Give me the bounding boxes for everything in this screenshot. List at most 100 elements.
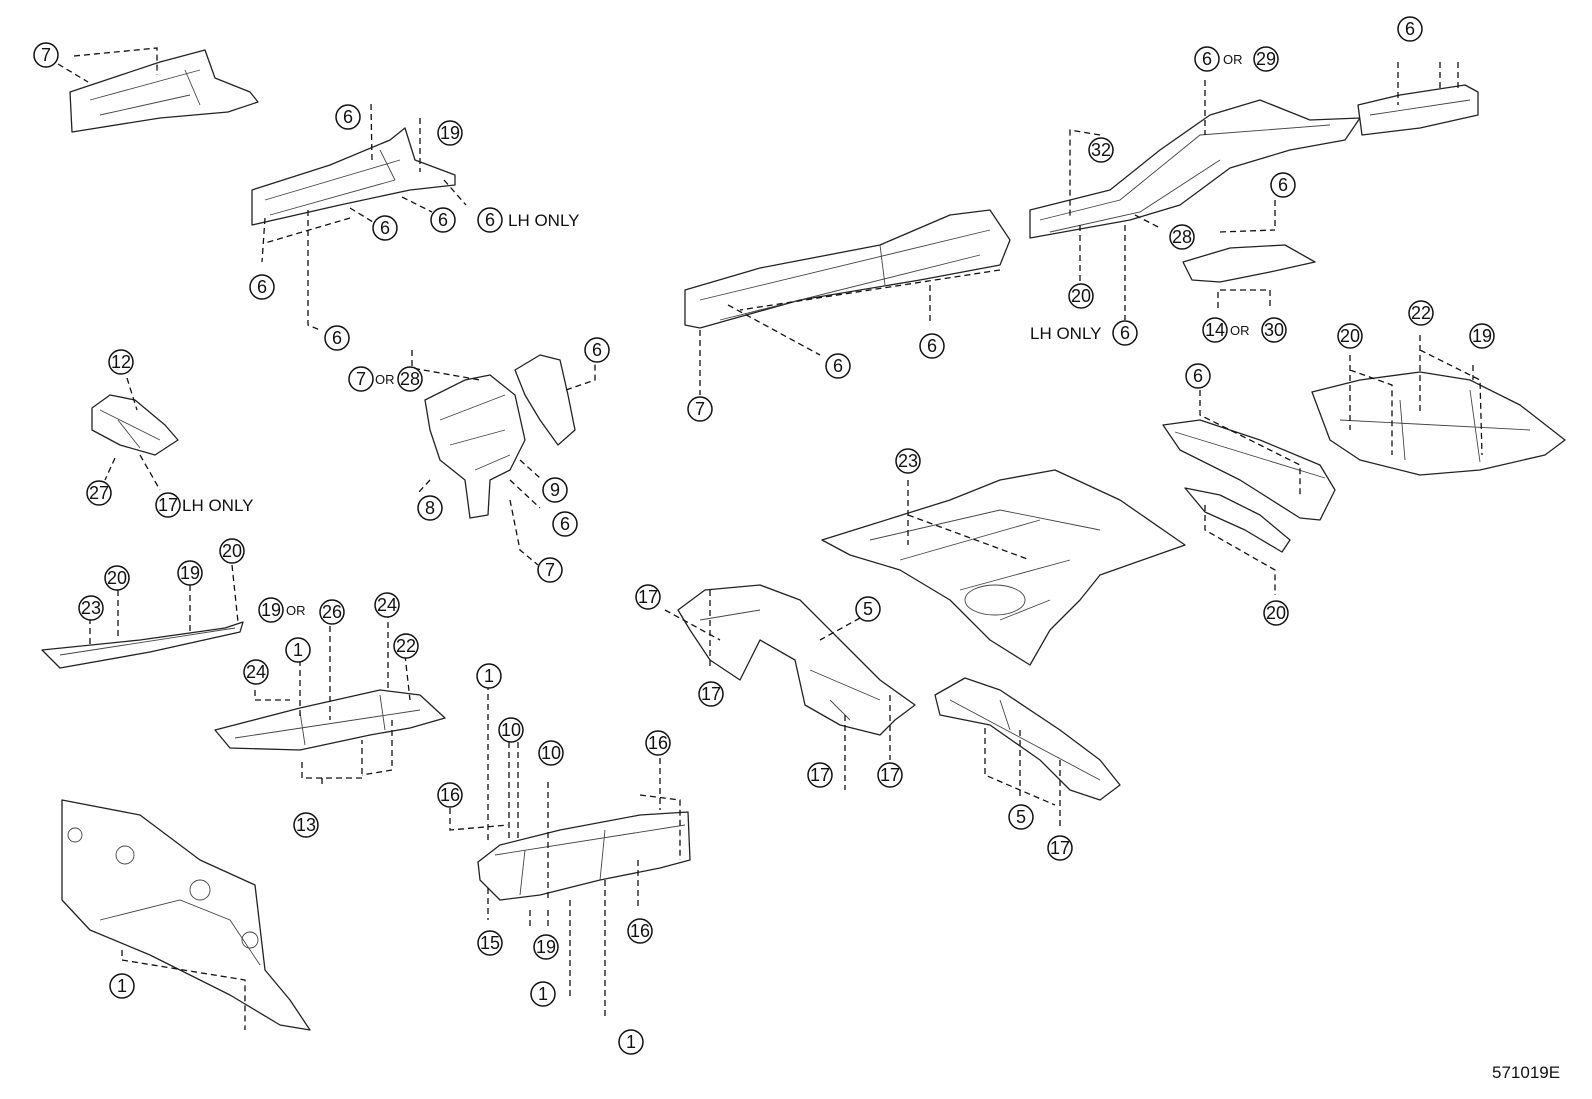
callout-14: 14 — [1202, 317, 1228, 343]
callout-8: 8 — [417, 495, 443, 521]
callout-6: 6 — [1112, 320, 1138, 346]
callout-6: 6 — [1194, 46, 1220, 72]
svg-text:17: 17 — [810, 765, 830, 785]
svg-text:5: 5 — [863, 599, 873, 619]
svg-text:22: 22 — [1411, 303, 1431, 323]
svg-text:19: 19 — [536, 937, 556, 957]
svg-text:26: 26 — [322, 602, 342, 622]
figure-code: 571019E — [1492, 1063, 1560, 1082]
callout-10: 10 — [538, 740, 564, 766]
svg-text:6: 6 — [833, 356, 843, 376]
callout-23: 23 — [78, 595, 104, 621]
callout-17: 17 — [1047, 835, 1073, 861]
callout-22: 22 — [1408, 300, 1434, 326]
svg-text:6: 6 — [485, 210, 495, 230]
callout-13: 13 — [293, 812, 319, 838]
svg-text:14: 14 — [1205, 320, 1225, 340]
part-upper-side-member — [251, 127, 456, 226]
svg-text:19: 19 — [1472, 326, 1492, 346]
svg-text:17: 17 — [1050, 838, 1070, 858]
svg-text:5: 5 — [1016, 807, 1026, 827]
svg-text:17: 17 — [880, 765, 900, 785]
callout-20: 20 — [1337, 323, 1363, 349]
svg-text:6: 6 — [1202, 49, 1212, 69]
svg-text:6: 6 — [560, 514, 570, 534]
part-center-floor-pan — [821, 469, 1186, 666]
callout-19: 19 — [258, 597, 284, 623]
callout-29: 29 — [1253, 46, 1279, 72]
svg-text:16: 16 — [648, 733, 668, 753]
svg-text:6: 6 — [380, 218, 390, 238]
part-rocker-sill — [41, 621, 244, 669]
callout-19: 19 — [1469, 323, 1495, 349]
callout-22: 22 — [393, 633, 419, 659]
svg-text:6: 6 — [343, 107, 353, 127]
callout-28: 28 — [397, 366, 423, 392]
svg-text:6: 6 — [1278, 175, 1288, 195]
svg-text:24: 24 — [377, 595, 397, 615]
callout-17: 17 — [155, 492, 181, 518]
part-wheelhouse-front — [424, 354, 576, 519]
leader-lines — [57, 47, 1483, 1030]
svg-text:7: 7 — [695, 399, 705, 419]
callout-30: 30 — [1261, 317, 1287, 343]
callout-16: 16 — [645, 730, 671, 756]
callout-6: 6 — [372, 215, 398, 241]
callout-5: 5 — [1008, 804, 1034, 830]
svg-text:8: 8 — [425, 498, 435, 518]
callout-20: 20 — [1263, 600, 1289, 626]
svg-text:15: 15 — [480, 933, 500, 953]
svg-text:20: 20 — [1071, 286, 1091, 306]
svg-text:1: 1 — [626, 1032, 636, 1052]
svg-text:12: 12 — [111, 352, 131, 372]
callout-23: 23 — [895, 448, 921, 474]
svg-text:22: 22 — [396, 636, 416, 656]
callout-12: 12 — [108, 349, 134, 375]
svg-text:19: 19 — [261, 600, 281, 620]
svg-text:17: 17 — [701, 684, 721, 704]
callout-6: 6 — [552, 511, 578, 537]
callout-20: 20 — [104, 565, 130, 591]
callout-7: 7 — [33, 42, 59, 68]
svg-text:6: 6 — [257, 277, 267, 297]
lh-only-note: LH ONLY — [182, 496, 254, 515]
callout-9: 9 — [542, 477, 568, 503]
callout-1: 1 — [476, 663, 502, 689]
svg-text:16: 16 — [440, 785, 460, 805]
svg-text:6: 6 — [1120, 323, 1130, 343]
part-bracket-14 — [1182, 244, 1316, 283]
part-top-left-rail — [69, 49, 259, 133]
svg-text:28: 28 — [1172, 227, 1192, 247]
callout-1: 1 — [285, 637, 311, 663]
svg-text:23: 23 — [898, 451, 918, 471]
svg-text:9: 9 — [550, 480, 560, 500]
or-label: OR — [375, 372, 395, 387]
svg-text:6: 6 — [1405, 19, 1415, 39]
svg-text:16: 16 — [630, 921, 650, 941]
part-rear-side-member-lower — [934, 677, 1121, 801]
svg-text:17: 17 — [638, 587, 658, 607]
part-dash-panel — [61, 799, 311, 1031]
callout-27: 27 — [86, 480, 112, 506]
part-bracket-12 — [91, 394, 179, 456]
svg-text:10: 10 — [541, 743, 561, 763]
callout-7: 7 — [687, 396, 713, 422]
callout-6: 6 — [430, 207, 456, 233]
callout-5: 5 — [855, 596, 881, 622]
part-rear-wheelhouse — [677, 584, 916, 736]
or-label: OR — [1230, 323, 1250, 338]
callout-26: 26 — [319, 599, 345, 625]
callout-10: 10 — [498, 717, 524, 743]
svg-text:28: 28 — [400, 369, 420, 389]
svg-text:24: 24 — [246, 662, 266, 682]
callout-16: 16 — [627, 918, 653, 944]
callout-17: 17 — [635, 584, 661, 610]
callout-6: 6 — [825, 353, 851, 379]
svg-text:30: 30 — [1264, 320, 1284, 340]
callout-24: 24 — [243, 659, 269, 685]
callout-6: 6 — [919, 333, 945, 359]
svg-text:7: 7 — [545, 560, 555, 580]
callout-6: 6 — [335, 104, 361, 130]
svg-text:19: 19 — [440, 123, 460, 143]
